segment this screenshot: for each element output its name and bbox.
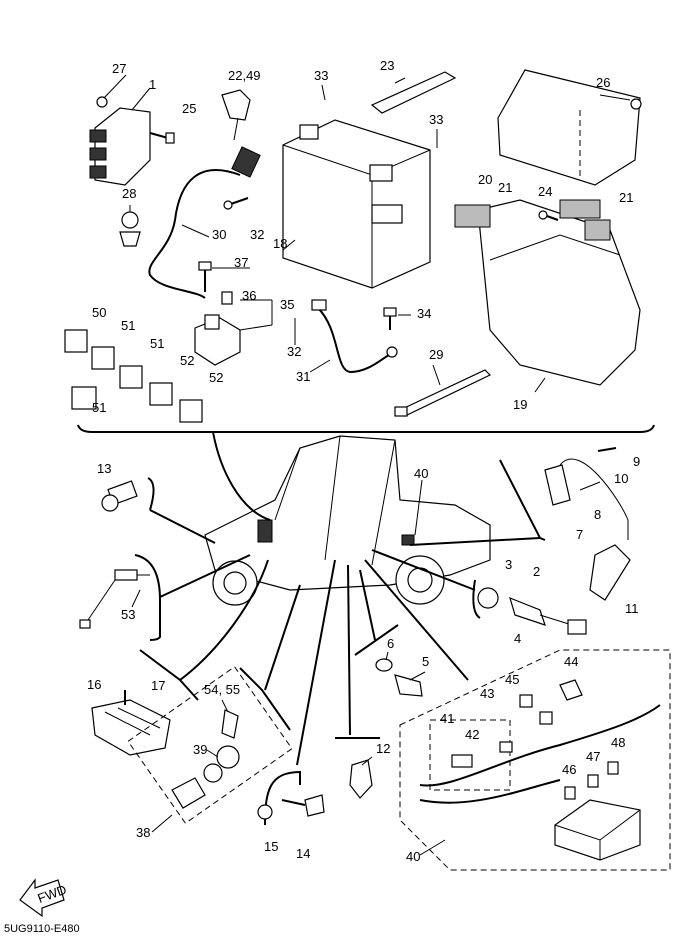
upper-section-bracket: [77, 424, 655, 433]
callout: 28: [122, 186, 136, 201]
sensor-13: [101, 480, 138, 512]
callout: 13: [97, 461, 111, 476]
callout: 36: [242, 288, 256, 303]
callout: 43: [480, 686, 494, 701]
callout: 16: [87, 677, 101, 692]
callout: 12: [376, 741, 390, 756]
callout: 47: [586, 749, 600, 764]
callout-leaders: [103, 74, 631, 856]
battery-box: [454, 199, 641, 393]
clamp-28: [119, 211, 141, 247]
sensor-2: [477, 587, 587, 635]
callout: 2: [533, 564, 540, 579]
vehicle-outline: [204, 435, 491, 606]
coil-7-11: [544, 447, 631, 601]
callout: 40: [414, 466, 428, 481]
callout: 15: [264, 839, 278, 854]
sensor-14-15: [257, 770, 325, 826]
callout: 3: [505, 557, 512, 572]
callout: 33: [314, 68, 328, 83]
callout: 41: [440, 711, 454, 726]
bolt-34: [383, 307, 397, 330]
callout: 21: [498, 180, 512, 195]
callout: 52: [209, 370, 223, 385]
ecu-unit: [89, 87, 151, 186]
bolt-37: [198, 261, 212, 292]
battery-cover: [497, 69, 642, 186]
callout: 14: [296, 846, 310, 861]
callout: 39: [193, 742, 207, 757]
callout: 42: [465, 727, 479, 742]
callout: 25: [182, 101, 196, 116]
callout: 29: [429, 347, 443, 362]
callout: 40: [406, 849, 420, 864]
fwd-arrow: FWD: [19, 878, 68, 918]
callout: 35: [280, 297, 294, 312]
callout: 26: [596, 75, 610, 90]
bolt-25: [149, 132, 175, 144]
callout: 37: [234, 255, 248, 270]
callout: 11: [625, 601, 639, 616]
battery-band: [370, 71, 457, 114]
wire-harness: [399, 649, 671, 871]
starter-relay: [194, 291, 273, 366]
callout: 18: [273, 236, 287, 251]
callout: 7: [576, 527, 583, 542]
callout: 34: [417, 306, 431, 321]
callout-labels: 27 1 25 22,49 33 23 26 33 28 30 32 18 20…: [87, 58, 640, 864]
callout: 6: [387, 636, 394, 651]
battery-lead-31: [311, 299, 398, 374]
callout: 45: [505, 672, 519, 687]
callout: 51: [121, 318, 135, 333]
callout: 19: [513, 397, 527, 412]
callout: 46: [562, 762, 576, 777]
callout: 20: [478, 172, 492, 187]
cable-band-29: [394, 369, 492, 417]
callout: 51: [150, 336, 164, 351]
callout: 32: [287, 344, 301, 359]
callout: 27: [112, 61, 126, 76]
callout: 33: [429, 112, 443, 127]
rectifier-regulator-16: [91, 690, 171, 756]
sensor-53: [79, 569, 150, 629]
document-code: 5UG9110-E480: [4, 923, 80, 935]
callout: 30: [212, 227, 226, 242]
leader-lines: [149, 431, 541, 766]
callout: 17: [151, 678, 165, 693]
callout: 23: [380, 58, 394, 73]
callout: 53: [121, 607, 135, 622]
callout: 4: [514, 631, 521, 646]
callout: 1: [149, 77, 156, 92]
sensor-12: [349, 759, 373, 799]
callout: 10: [614, 471, 628, 486]
callout: 22,49: [228, 68, 261, 83]
relays: [64, 329, 203, 423]
clip-22-49: [221, 89, 251, 141]
main-switch-38: [127, 666, 293, 824]
callout: 54, 55: [204, 682, 240, 697]
bolt-24: [538, 210, 559, 221]
callout: 32: [250, 227, 264, 242]
callout: 51: [92, 400, 106, 415]
callout: 52: [180, 353, 194, 368]
region-brackets: [134, 459, 546, 739]
callout: 5: [422, 654, 429, 669]
callout: 8: [594, 507, 601, 522]
battery: [282, 119, 431, 289]
bolt-32: [223, 197, 249, 210]
battery-lead-30: [148, 146, 261, 299]
callout: 48: [611, 735, 625, 750]
callout: 21: [619, 190, 633, 205]
callout: 24: [538, 184, 552, 199]
callout: 31: [296, 369, 310, 384]
callout: 9: [633, 454, 640, 469]
callout: 50: [92, 305, 106, 320]
callout: 38: [136, 825, 150, 840]
callout: 44: [564, 654, 578, 669]
